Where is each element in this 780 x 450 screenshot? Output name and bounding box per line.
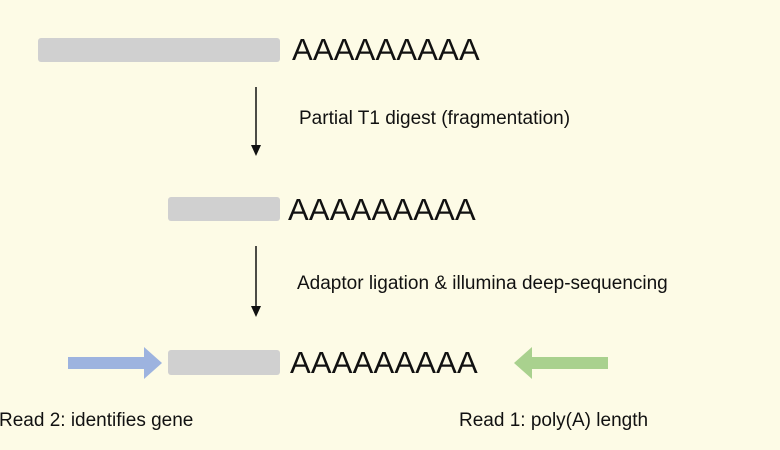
read-1-arrow — [514, 347, 608, 379]
read-2-caption: Read 2: identifies gene — [0, 410, 194, 431]
rna-body-fragment — [168, 197, 280, 221]
poly-a-tail-full: AAAAAAAAA — [292, 32, 480, 67]
down-arrow-step-2 — [251, 246, 261, 317]
poly-a-tail-sequenced: AAAAAAAAA — [290, 345, 478, 380]
read-2-arrow — [68, 347, 162, 379]
read-1-caption: Read 1: poly(A) length — [459, 410, 649, 431]
down-arrow-step-1 — [251, 87, 261, 156]
poly-a-tail-fragment: AAAAAAAAA — [288, 192, 476, 227]
step-label-ligation-sequencing: Adaptor ligation & illumina deep-sequenc… — [297, 273, 668, 294]
rna-body-full — [38, 38, 280, 62]
rna-body-sequenced — [168, 350, 280, 375]
step-label-fragmentation: Partial T1 digest (fragmentation) — [299, 108, 571, 129]
